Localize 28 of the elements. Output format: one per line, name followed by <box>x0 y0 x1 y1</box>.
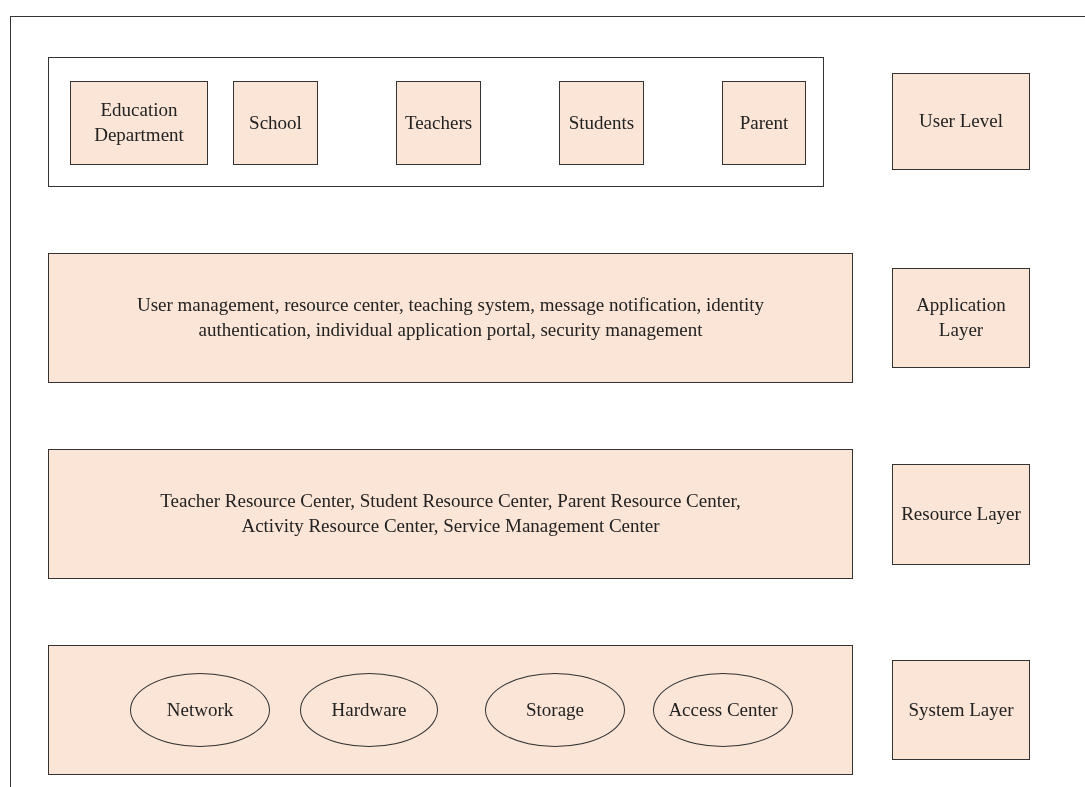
node-label: Application Layer <box>915 293 1007 342</box>
layer-box <box>48 253 853 383</box>
node-label: Students <box>567 110 636 135</box>
node-label: User Level <box>918 109 1004 134</box>
node-label: Parent <box>738 110 790 135</box>
layer-panel <box>48 645 853 775</box>
layer-panel <box>48 57 824 187</box>
node-label: Teachers <box>403 110 474 135</box>
layer-box <box>892 73 1030 170</box>
layer-box <box>892 268 1030 368</box>
layer-box <box>233 81 318 165</box>
layer-box <box>396 81 481 165</box>
layer-box <box>892 464 1030 565</box>
node-label: Education Department <box>93 98 185 147</box>
node-label: System Layer <box>907 697 1015 722</box>
node-label: Teacher Resource Center, Student Resource Center, Parent Resource Center, Activity Resource Center, Service Management Center <box>159 489 742 538</box>
layer-box <box>892 660 1030 760</box>
node-label: Storage <box>524 697 585 722</box>
node-label: Network <box>165 697 235 722</box>
node-label: Access Center <box>667 697 779 722</box>
node-label: Hardware <box>330 697 408 722</box>
node-label: User management, resource center, teaching system, message notification, identity authentication, individual application portal, security management <box>135 293 766 342</box>
node-label: School <box>248 110 303 135</box>
layer-box <box>722 81 806 165</box>
layer-box <box>48 449 853 579</box>
layer-box <box>559 81 644 165</box>
layer-box <box>70 81 208 165</box>
node-label: Resource Layer <box>900 502 1022 527</box>
